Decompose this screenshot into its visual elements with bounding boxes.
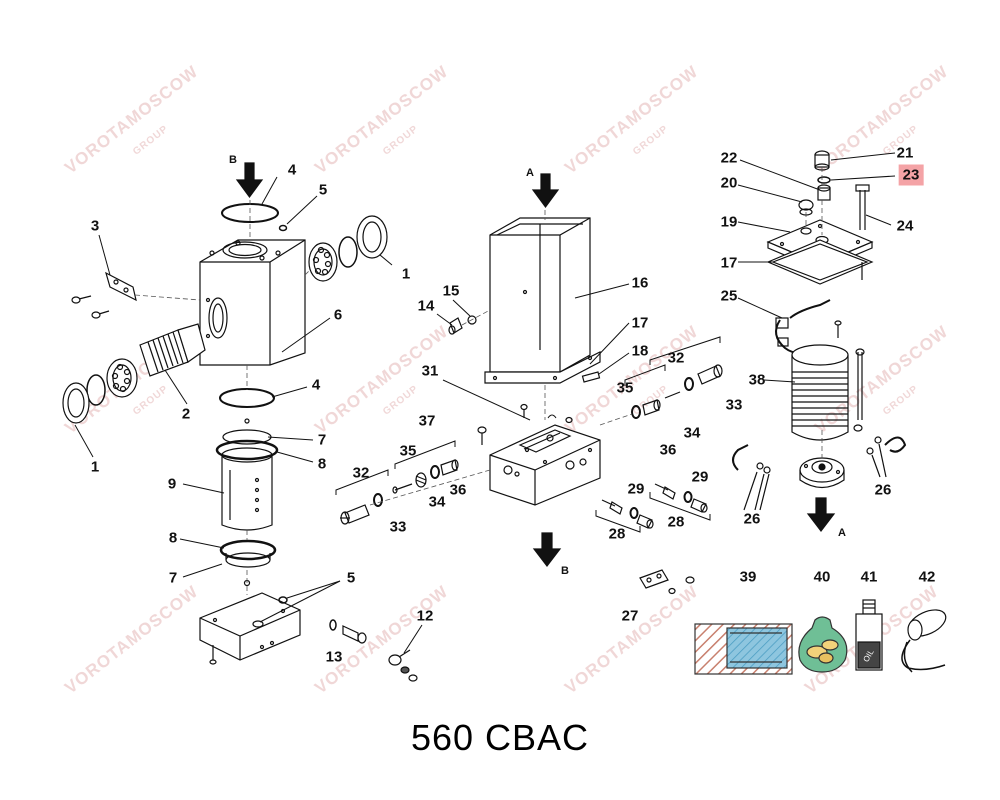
callout-42: 42 — [918, 568, 936, 586]
arrow-label-a-top: A — [526, 167, 534, 179]
pump-base — [799, 457, 845, 489]
callout-5: 5 — [318, 181, 328, 199]
callout-33: 33 — [725, 396, 743, 414]
top-fittings — [798, 150, 870, 230]
valve-manifold — [489, 424, 601, 506]
callout-37: 37 — [418, 412, 436, 430]
callout-14: 14 — [417, 297, 435, 315]
bracket-3 — [105, 271, 137, 302]
cylinder-9 — [215, 418, 279, 531]
callout-33: 33 — [389, 518, 407, 536]
callout-3: 3 — [90, 217, 100, 235]
callout-29: 29 — [691, 468, 709, 486]
callout-16: 16 — [631, 274, 649, 292]
callout-21: 21 — [896, 144, 914, 162]
callout-38: 38 — [748, 371, 766, 389]
callout-25: 25 — [720, 287, 738, 305]
gear-shaft-2 — [139, 323, 206, 377]
valve-28-right — [654, 483, 708, 513]
valve-right — [631, 364, 723, 419]
callout-26: 26 — [874, 481, 892, 499]
callout-35: 35 — [399, 442, 417, 460]
motor-38 — [791, 320, 865, 441]
bracket-27 — [639, 569, 695, 595]
callout-4: 4 — [287, 161, 297, 179]
callout-2: 2 — [181, 405, 191, 423]
plug-13 — [329, 619, 367, 644]
kit-40-bag — [798, 616, 848, 673]
callout-34: 34 — [683, 424, 701, 442]
arrow-label-b-top: B — [229, 154, 237, 166]
callout-7: 7 — [317, 431, 327, 449]
kit-39 — [694, 623, 793, 675]
callout-17: 17 — [631, 314, 649, 332]
kit-41-oil: OIL — [855, 599, 883, 671]
callout-22: 22 — [720, 149, 738, 167]
valve-left — [340, 459, 459, 525]
callout-29: 29 — [627, 480, 645, 498]
callout-20: 20 — [720, 174, 738, 192]
enclosure-16 — [484, 217, 601, 384]
callout-7: 7 — [168, 569, 178, 587]
callout-4: 4 — [311, 376, 321, 394]
screws-left — [71, 295, 110, 319]
callout-23-highlighted[interactable]: 23 — [898, 164, 924, 186]
group-brackets — [335, 336, 721, 533]
callout-35: 35 — [616, 379, 634, 397]
callout-13: 13 — [325, 648, 343, 666]
callout-17: 17 — [720, 254, 738, 272]
callout-28: 28 — [608, 525, 626, 543]
callout-39: 39 — [739, 568, 757, 586]
callout-8: 8 — [168, 529, 178, 547]
callout-28: 28 — [667, 513, 685, 531]
callout-6: 6 — [333, 306, 343, 324]
callout-32: 32 — [352, 464, 370, 482]
clip-12 — [388, 649, 418, 682]
callout-41: 41 — [860, 568, 878, 586]
valve-28-left — [601, 499, 654, 529]
fittings-26 — [732, 436, 907, 511]
bearing-left — [106, 358, 138, 398]
callout-9: 9 — [167, 475, 177, 493]
callout-8: 8 — [317, 455, 327, 473]
callout-32: 32 — [667, 349, 685, 367]
callout-31: 31 — [421, 362, 439, 380]
callout-36: 36 — [449, 481, 467, 499]
gasket-17 — [766, 239, 874, 285]
callout-5: 5 — [346, 569, 356, 587]
kit-42-sensor — [901, 609, 947, 673]
plug-14 — [448, 317, 463, 335]
callout-1: 1 — [401, 265, 411, 283]
callout-1: 1 — [90, 458, 100, 476]
callout-18: 18 — [631, 342, 649, 360]
callout-24: 24 — [896, 217, 914, 235]
callout-36: 36 — [659, 441, 677, 459]
housing-block-6 — [199, 239, 306, 366]
callout-34: 34 — [428, 493, 446, 511]
callout-12: 12 — [416, 607, 434, 625]
arrow-label-a-bottom: A — [838, 527, 846, 539]
diagram-title: 560 CBAC — [410, 717, 590, 758]
leader-lines — [74, 152, 896, 654]
callout-26: 26 — [743, 510, 761, 528]
bearing-right — [308, 242, 338, 282]
callout-40: 40 — [813, 568, 831, 586]
alignment-lines — [134, 167, 823, 595]
callout-27: 27 — [621, 607, 639, 625]
arrow-label-b-bottom: B — [561, 565, 569, 577]
direction-arrow-b-top — [235, 162, 264, 199]
callout-15: 15 — [442, 282, 460, 300]
base-plate — [199, 592, 301, 661]
callout-19: 19 — [720, 213, 738, 231]
